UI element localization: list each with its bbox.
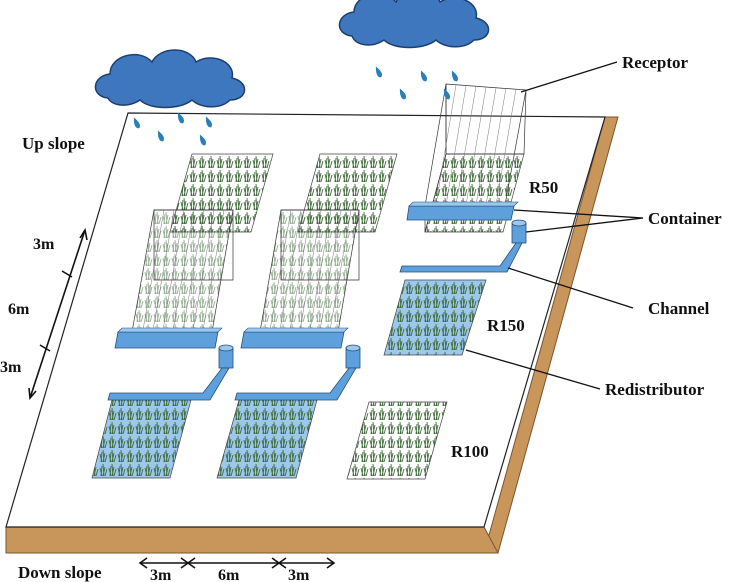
r150-label: R150 — [487, 316, 525, 335]
receptor-label: Receptor — [622, 53, 689, 72]
r50-label: R50 — [529, 178, 558, 197]
rain-drops — [133, 66, 459, 146]
leader-receptor — [520, 61, 618, 93]
dimension-bottom — [138, 557, 336, 569]
leader-channel — [507, 267, 634, 309]
slab-front-side — [5, 526, 499, 554]
receptor-r2-c1 — [131, 209, 234, 333]
plot-r100 — [346, 401, 448, 480]
leader-container-trough — [513, 209, 644, 219]
dim-left-middle-label: 6m — [8, 301, 30, 318]
channel-r3-c2 — [234, 367, 357, 401]
cloud-right — [338, 0, 490, 49]
barrel-r2-c2 — [345, 344, 361, 369]
leader-redistributor — [465, 349, 601, 390]
leader-lines — [465, 61, 644, 390]
dimension-left — [28, 227, 88, 400]
channel-r150 — [399, 242, 523, 273]
dim-bottom-left-label: 3m — [150, 567, 172, 582]
leader-container-barrel — [525, 217, 644, 233]
dim-left-bottom-label: 3m — [0, 359, 22, 376]
dim-bottom-middle-label: 6m — [218, 567, 240, 582]
container-label: Container — [648, 209, 722, 228]
container-trough-r50 — [406, 201, 519, 221]
channel-r3-c1 — [107, 367, 230, 401]
dim-left-top-label: 3m — [33, 236, 55, 253]
barrel-r2-c1 — [218, 344, 234, 369]
plot-r150 — [383, 279, 487, 356]
r100-label: R100 — [451, 442, 489, 461]
redistributor-label: Redistributor — [605, 380, 705, 399]
container-trough-r2-c1 — [114, 327, 223, 349]
barrel-r50 — [511, 219, 527, 244]
channel-label: Channel — [648, 299, 710, 318]
container-trough-r2-c2 — [240, 327, 349, 349]
receptor-r50 — [424, 83, 527, 233]
cloud-left — [94, 49, 246, 109]
dim-bottom-right-label: 3m — [288, 567, 310, 582]
receptor-r2-c2 — [259, 209, 360, 333]
down-slope-label: Down slope — [18, 563, 102, 582]
up-slope-label: Up slope — [22, 134, 85, 153]
